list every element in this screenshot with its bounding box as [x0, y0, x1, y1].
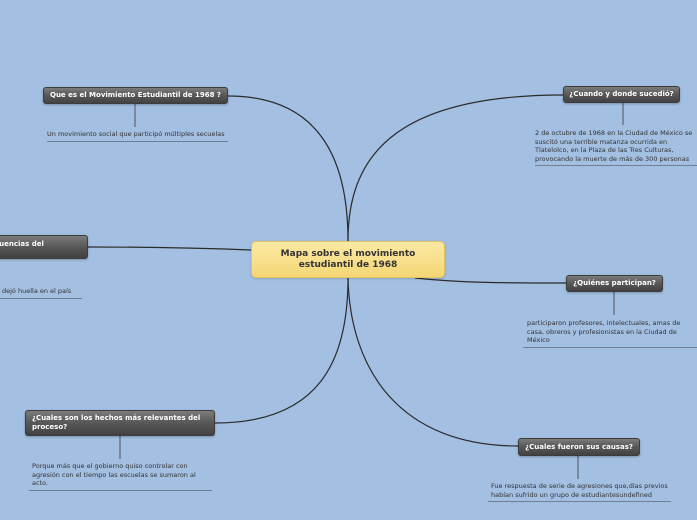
note-consecuencias: dejó huella en el país	[0, 287, 82, 299]
connector-quienes	[414, 277, 567, 284]
note-quienes: participaron profesores, intelectuales, …	[523, 319, 697, 348]
connector-que-es	[227, 95, 349, 242]
connector-hechos	[214, 277, 349, 424]
topic-hechos[interactable]: ¿Cuales son los hechos más relevantes de…	[25, 410, 215, 436]
central-topic-title: Mapa sobre el movimiento estudiantil de …	[280, 248, 416, 270]
connector-consecuencias	[87, 246, 252, 251]
note-que-es: Un movimiento social que participó múlti…	[47, 130, 228, 142]
topic-quienes[interactable]: ¿Quiénes participan?	[566, 275, 663, 292]
note-cuando-donde: 2 de octubre de 1968 en la Ciudad de Méx…	[535, 129, 697, 166]
topic-cuando-donde-label: ¿Cuando y donde sucedió?	[569, 90, 674, 98]
topic-que-es[interactable]: Que es el Movimiento Estudiantil de 1968…	[43, 87, 228, 104]
topic-consecuencias-label: cuencias del	[0, 240, 44, 248]
topic-causas[interactable]: ¿Cuales fueron sus causas?	[518, 438, 640, 456]
central-topic[interactable]: Mapa sobre el movimiento estudiantil de …	[251, 241, 445, 278]
note-causas: Fue respuesta de serie de agresiones que…	[488, 482, 671, 502]
topic-causas-label: ¿Cuales fueron sus causas?	[525, 442, 633, 451]
connector-cuando-donde	[347, 94, 564, 242]
note-hechos: Porque más que el gobierno quiso control…	[29, 462, 212, 491]
topic-hechos-label: ¿Cuales son los hechos más relevantes de…	[32, 414, 201, 431]
topic-que-es-label: Que es el Movimiento Estudiantil de 1968…	[50, 91, 221, 99]
topic-consecuencias[interactable]: cuencias del	[0, 235, 88, 259]
connector-causas	[347, 277, 519, 447]
topic-cuando-donde[interactable]: ¿Cuando y donde sucedió?	[563, 86, 680, 103]
topic-quienes-label: ¿Quiénes participan?	[573, 279, 656, 287]
